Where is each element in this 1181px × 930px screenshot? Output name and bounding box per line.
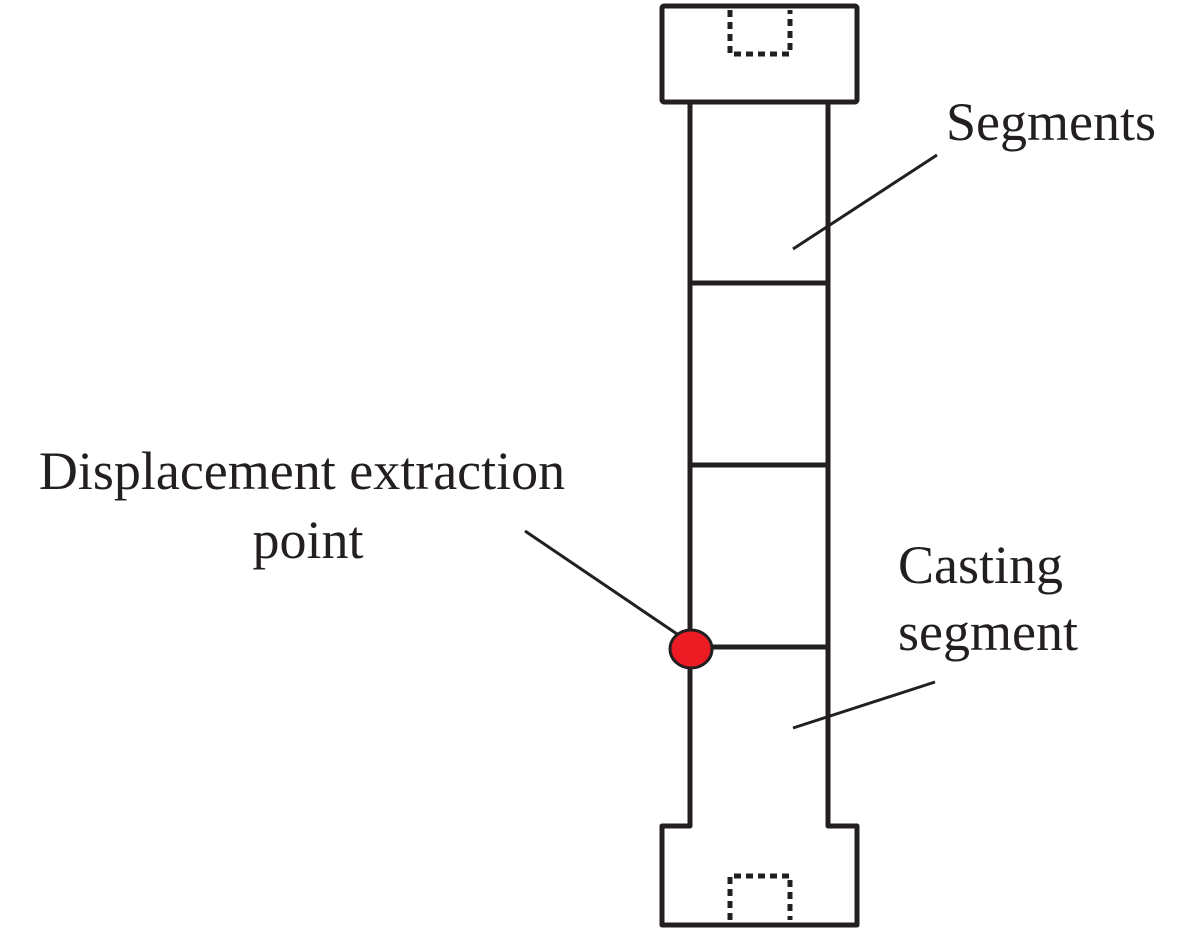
casting-segment-label-line2: segment bbox=[898, 602, 1078, 662]
bottom-dashed-recess bbox=[727, 873, 793, 920]
segments-label: Segments bbox=[946, 92, 1156, 152]
displacement-extraction-point-marker bbox=[668, 628, 714, 670]
top-cap-block bbox=[659, 3, 860, 105]
column-shaft bbox=[659, 102, 860, 928]
displacement-leader-line bbox=[524, 529, 681, 638]
displacement-label-line1: Displacement extraction bbox=[39, 441, 565, 501]
segments-leader-line bbox=[792, 153, 938, 251]
displacement-label-line2: point bbox=[252, 510, 363, 570]
casting-segment-label-line1: Casting bbox=[898, 535, 1063, 595]
top-dashed-recess bbox=[727, 10, 793, 57]
casting-segment-leader-line bbox=[792, 680, 936, 730]
